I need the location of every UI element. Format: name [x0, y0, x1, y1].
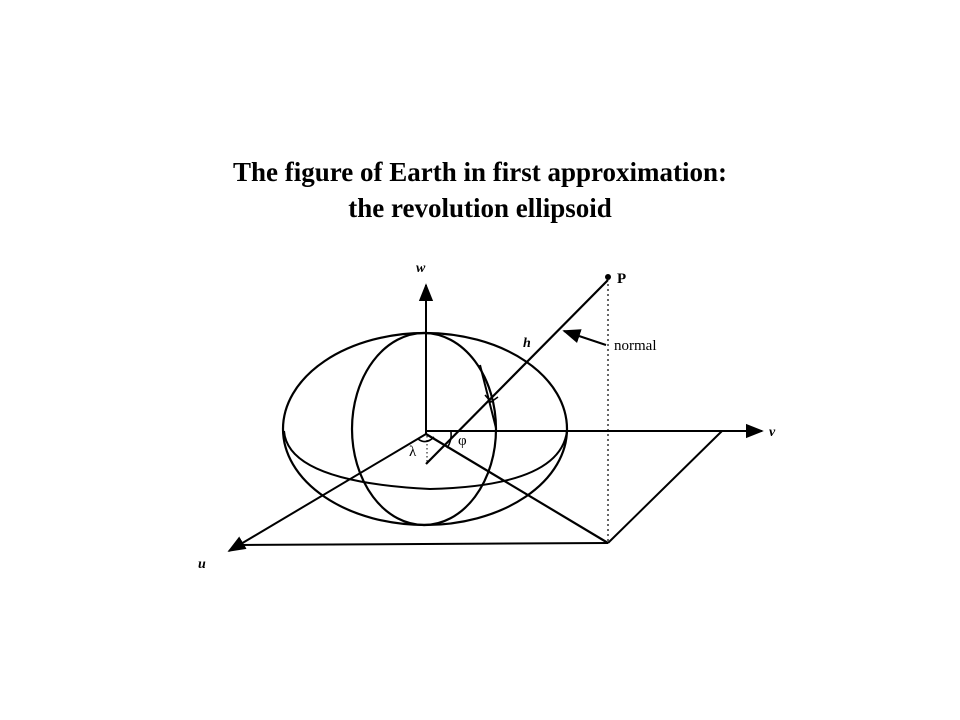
w-axis-label: w [416, 261, 426, 276]
equator-curve [283, 430, 568, 491]
longitude-arc [417, 436, 435, 443]
projection-line [425, 433, 609, 544]
normal-line [425, 279, 609, 465]
latitude-arc [446, 430, 452, 449]
point-p-label: P [617, 271, 626, 287]
latitude-label: φ [458, 433, 467, 449]
plane-front-edge [239, 542, 609, 546]
normal-pointer-arrow [562, 329, 607, 346]
v-axis-label: v [769, 425, 776, 440]
title-line-2: the revolution ellipsoid [348, 193, 612, 223]
normal-label: normal [614, 338, 657, 354]
u-axis [227, 433, 427, 552]
height-label: h [523, 336, 531, 351]
longitude-label: λ [409, 444, 417, 460]
slide-title: The figure of Earth in first approximati… [0, 154, 960, 226]
title-line-1: The figure of Earth in first approximati… [232, 157, 727, 187]
right-angle-marker [484, 394, 499, 404]
u-axis-label: u [198, 557, 206, 572]
meridian-ellipse [350, 331, 498, 527]
point-p-marker [605, 274, 611, 280]
tangent-line [479, 364, 497, 429]
plane-right-edge [607, 430, 723, 544]
